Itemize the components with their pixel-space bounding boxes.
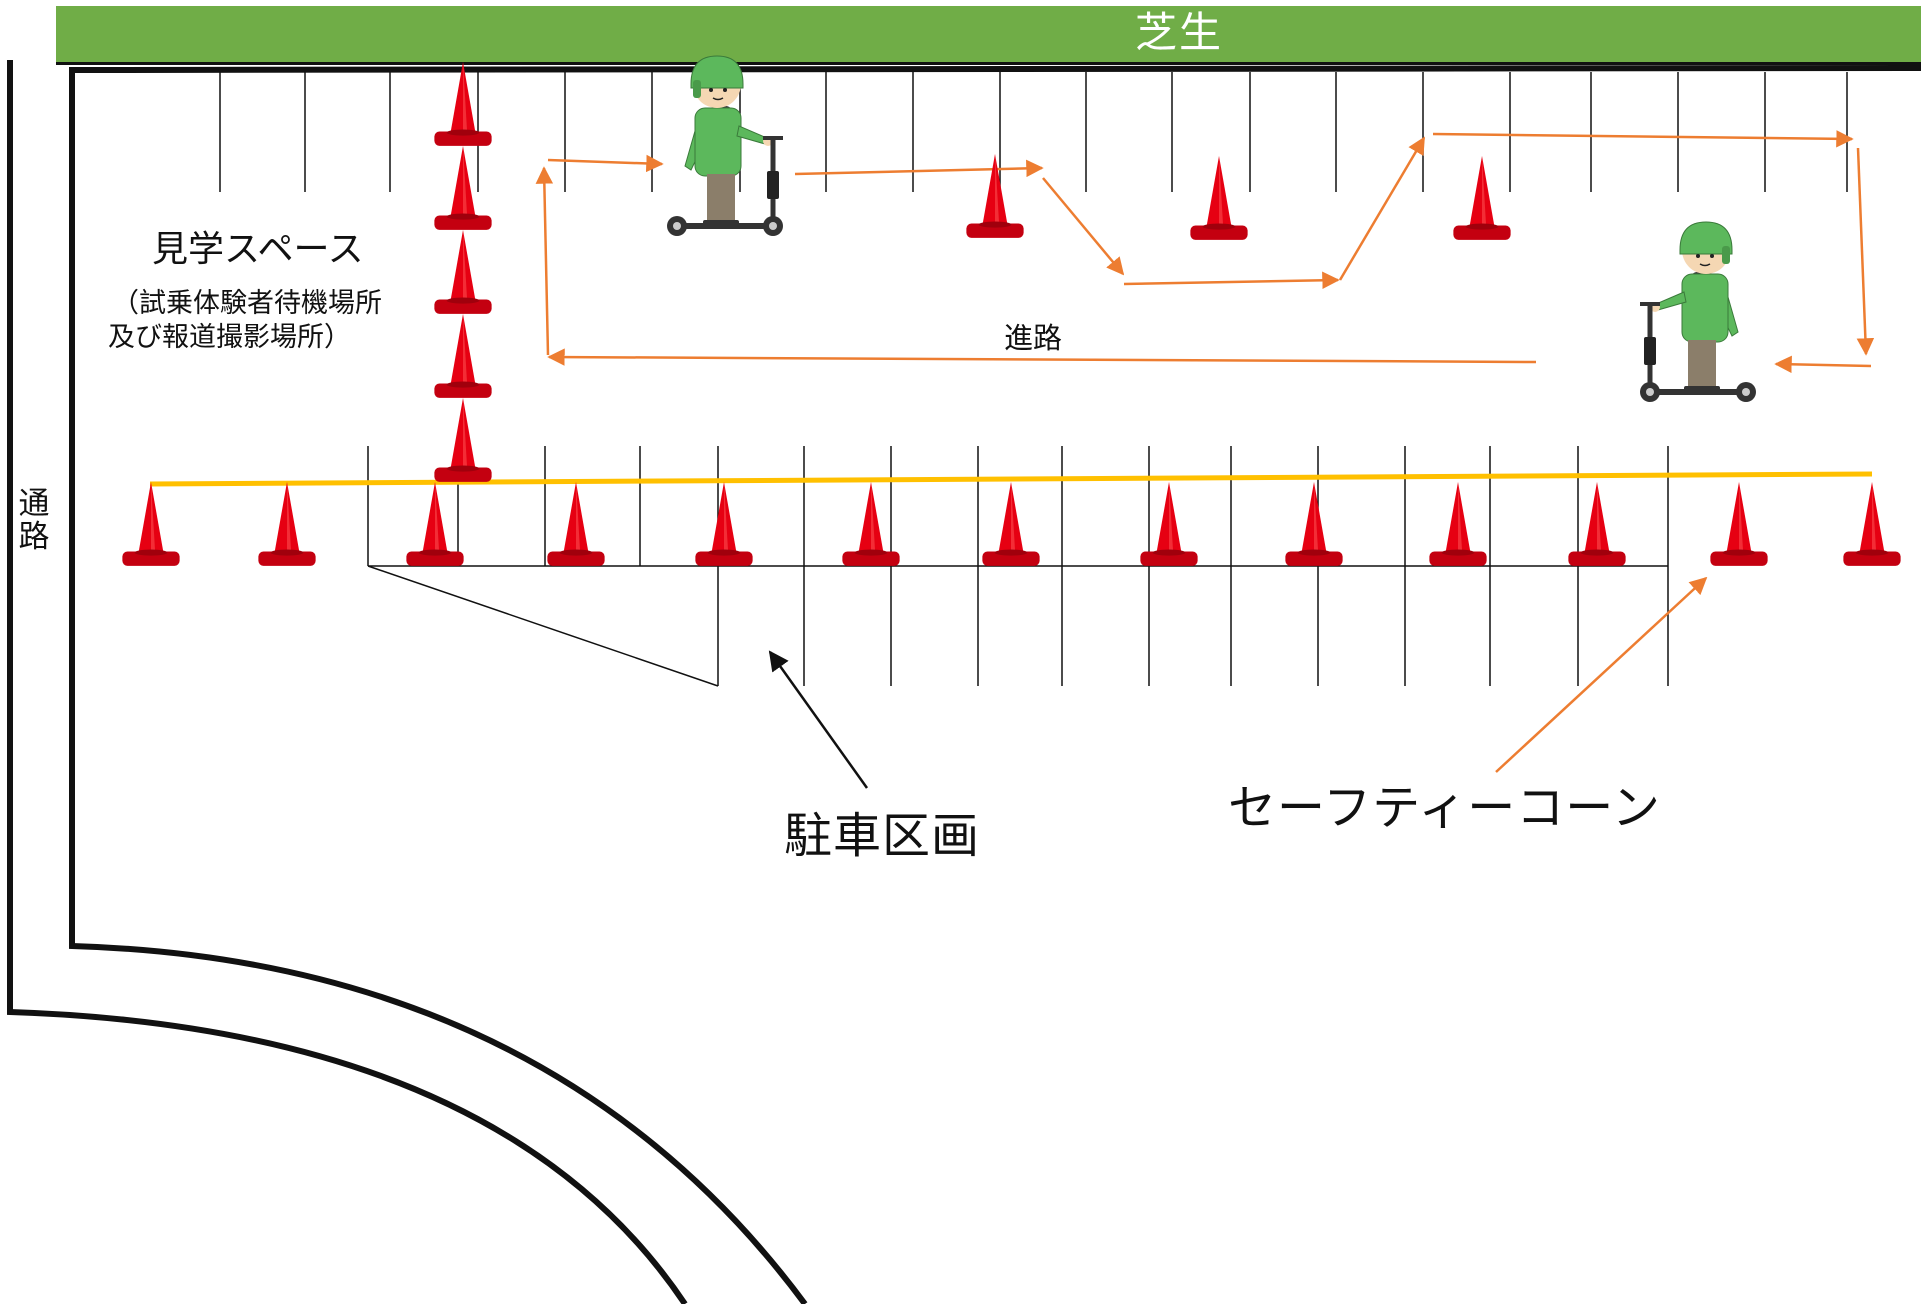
viewing-space-note-line2: 及び報道撮影場所） (108, 322, 351, 353)
scooter-rider-icon (667, 56, 783, 236)
boundary-cones (122, 482, 1901, 566)
traffic-cone-icon (434, 314, 492, 398)
traffic-cone-icon (695, 482, 753, 566)
traffic-cone-icon (966, 154, 1024, 238)
traffic-cone-icon (1429, 482, 1487, 566)
boundary-rope (149, 471, 1873, 487)
upper-parking-stalls (219, 72, 1848, 192)
course-cones (966, 154, 1511, 240)
lawn-strip (56, 6, 1921, 65)
traffic-cone-icon (434, 398, 492, 482)
traffic-cone-icon (1190, 156, 1248, 240)
leader-lines (768, 576, 1708, 789)
traffic-cone-icon (1568, 482, 1626, 566)
cone-column (434, 62, 492, 482)
traffic-cone-icon (547, 482, 605, 566)
lawn-label: 芝生 (1135, 8, 1224, 57)
traffic-cone-icon (1285, 482, 1343, 566)
scooter-rider-icon (1640, 222, 1756, 402)
roadway-outline (7, 60, 1921, 1304)
traffic-cone-icon (258, 482, 316, 566)
course-label: 進路 (1004, 321, 1063, 355)
viewing-space-note-line1: （試乗体験者待機場所 (112, 288, 382, 319)
course-path (535, 130, 1875, 374)
aisle-label: 通路 (18, 486, 50, 556)
traffic-cone-icon (1843, 482, 1901, 566)
traffic-cone-icon (122, 482, 180, 566)
traffic-cone-icon (982, 482, 1040, 566)
traffic-cone-icon (1710, 482, 1768, 566)
viewing-space-label: 見学スペース (152, 229, 364, 270)
safety-cone-label: セーフティーコーン (1228, 780, 1661, 836)
parking-area-label: 駐車区画 (784, 808, 981, 864)
traffic-cone-icon (434, 62, 492, 146)
traffic-cone-icon (1453, 156, 1511, 240)
traffic-cone-icon (434, 146, 492, 230)
traffic-cone-icon (434, 230, 492, 314)
traffic-cone-icon (406, 482, 464, 566)
